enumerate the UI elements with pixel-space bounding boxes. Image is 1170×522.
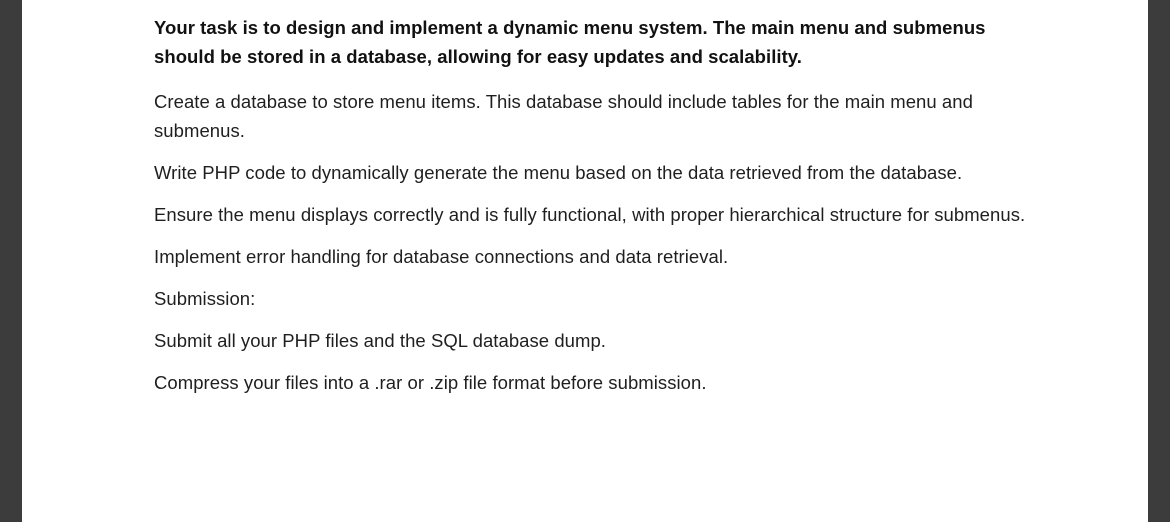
submission-compress-paragraph: Compress your files into a .rar or .zip … <box>154 372 707 393</box>
page-content: Your task is to design and implement a d… <box>154 13 1034 410</box>
requirement-error-handling-paragraph: Implement error handling for database co… <box>154 246 729 267</box>
submission-files-paragraph: Submit all your PHP files and the SQL da… <box>154 330 606 351</box>
requirement-display-paragraph: Ensure the menu displays correctly and i… <box>154 204 1026 225</box>
requirement-php-paragraph: Write PHP code to dynamically generate t… <box>154 162 963 183</box>
submission-heading: Submission: <box>154 288 256 309</box>
document-page: Your task is to design and implement a d… <box>22 0 1148 522</box>
task-intro-paragraph: Your task is to design and implement a d… <box>154 17 986 67</box>
requirement-database-paragraph: Create a database to store menu items. T… <box>154 91 973 141</box>
